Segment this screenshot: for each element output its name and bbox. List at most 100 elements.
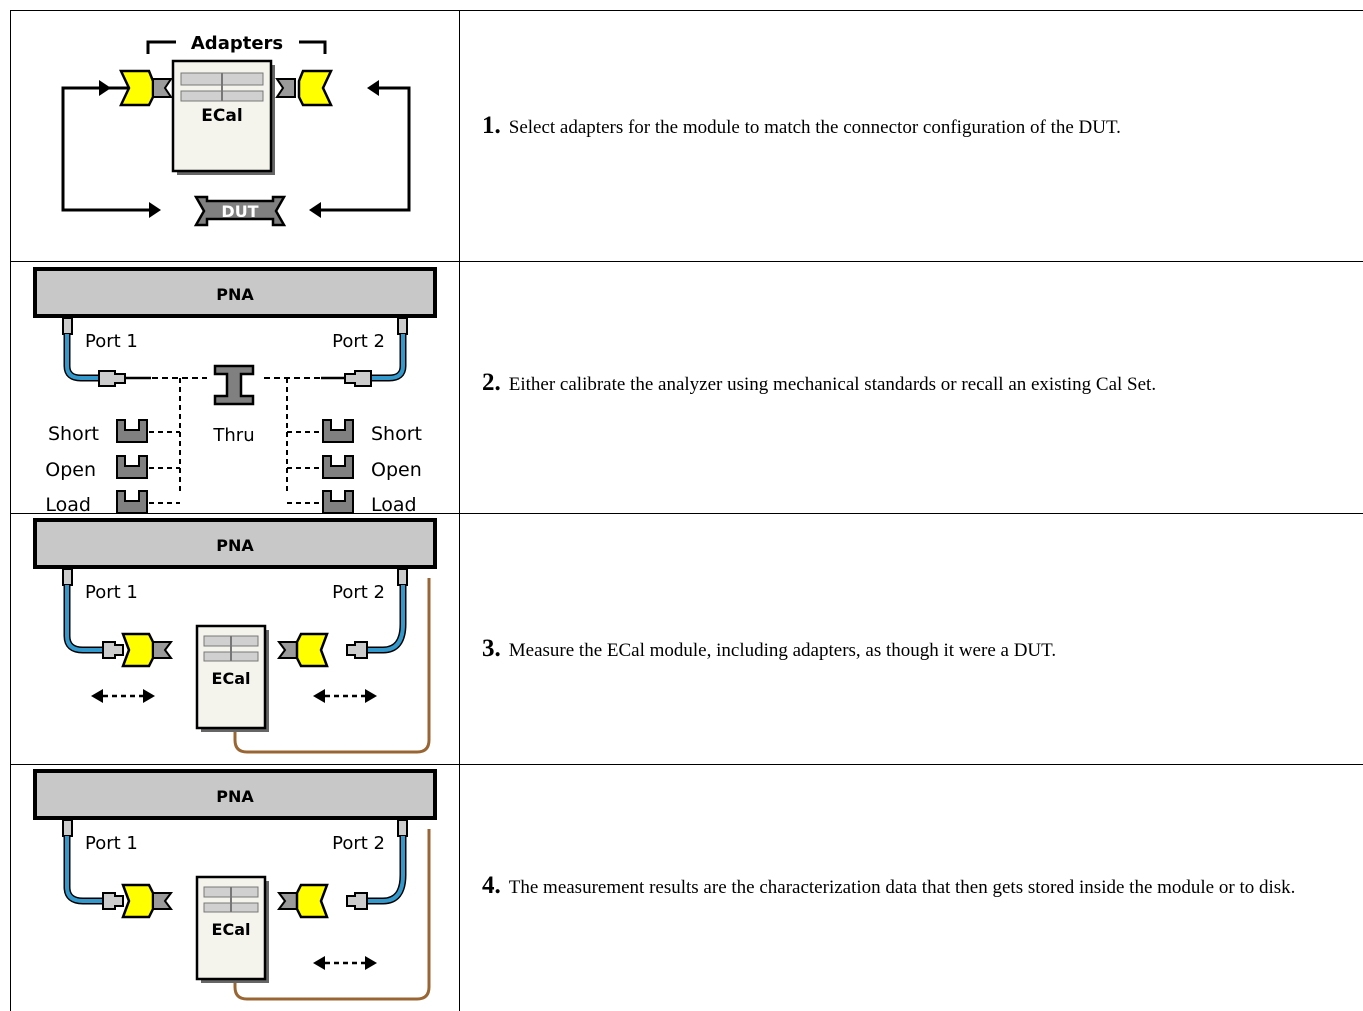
ecal-label: ECal — [201, 106, 242, 126]
port-1-cable-connector-icon — [102, 641, 124, 659]
step-2-text: Either calibrate the analyzer using mech… — [508, 374, 1157, 395]
step-1-number: 1. — [482, 112, 501, 139]
load-standard-icon-right — [322, 490, 354, 513]
right-adapter-icon — [275, 69, 333, 107]
adapters-label: Adapters — [191, 33, 283, 54]
step-1-text: Select adapters for the module to match … — [508, 117, 1121, 138]
table-row-step-4: PNA Port 1 Port 2 — [10, 765, 1363, 1011]
double-arrow-icon — [91, 689, 155, 703]
step-4-description: 4. The measurement results are the charac… — [482, 869, 1352, 905]
port-2-cable-connector-icon — [344, 370, 372, 387]
column-divider — [459, 10, 460, 1011]
step-3-number: 3. — [482, 635, 501, 662]
adapter-selection-svg: Adapters — [61, 33, 411, 227]
step-2-number: 2. — [482, 369, 501, 396]
port-1-cable-connector-icon — [98, 370, 126, 387]
step-4-number: 4. — [482, 872, 501, 899]
short-standard-icon-right — [322, 419, 354, 443]
port-1-connector-icon — [62, 819, 73, 837]
short-label-left: Short — [48, 423, 99, 445]
left-adapter-icon — [119, 69, 173, 107]
port-1-connector-icon — [62, 317, 73, 335]
pna-analyzer-bar — [33, 267, 437, 318]
pna-analyzer-bar — [33, 769, 437, 820]
arrow-right-icon — [99, 80, 111, 96]
ecal-port-b-icon — [277, 641, 298, 659]
table-row-step-3: PNA Port 1 Port 2 — [10, 514, 1363, 764]
return-cable — [233, 578, 431, 754]
load-label-right: Load — [371, 494, 417, 513]
double-arrow-icon — [313, 689, 377, 703]
row-divider — [10, 764, 1363, 765]
port-1-standards-tree — [149, 378, 181, 504]
left-adapter-icon — [121, 883, 155, 919]
step-3-text: Measure the ECal module, including adapt… — [508, 640, 1057, 661]
ecal-port-a-icon — [152, 892, 173, 910]
port-1-connector-icon — [62, 568, 73, 586]
open-label-left: Open — [45, 459, 96, 481]
port-2-connector-icon — [397, 819, 408, 837]
step-4-text: The measurement results are the characte… — [508, 877, 1296, 898]
ecal-label: ECal — [212, 920, 251, 939]
pna-analyzer-bar — [33, 518, 437, 569]
port-2-cable-connector-icon — [346, 641, 368, 659]
pna-label: PNA — [216, 285, 254, 304]
ecal-label: ECal — [212, 669, 251, 688]
ecal-module-icon — [171, 59, 275, 175]
mechanical-cal-diagram: PNA Port 1 Port 2 — [11, 262, 459, 513]
mechanical-cal-svg: PNA Port 1 Port 2 — [33, 267, 437, 513]
port-2-connector-icon — [397, 568, 408, 586]
table-row-step-1: Adapters — [10, 11, 1363, 261]
open-standard-icon-left — [116, 455, 148, 479]
port-1-label: Port 1 — [85, 582, 138, 603]
store-data-svg: PNA Port 1 Port 2 — [33, 769, 437, 1001]
port-2-cable-connector-icon — [346, 892, 368, 910]
steps-table: Adapters — [10, 10, 1363, 1011]
port-2-label: Port 2 — [332, 331, 385, 352]
thru-label: Thru — [212, 425, 254, 446]
open-label-right: Open — [371, 459, 422, 481]
load-standard-icon-left — [116, 490, 148, 513]
pna-label: PNA — [216, 536, 254, 555]
arrow-right-icon — [149, 202, 161, 218]
right-adapter-icon — [295, 883, 329, 919]
arrow-left-icon — [367, 80, 379, 96]
left-loop-line — [61, 86, 151, 212]
dut-icon — [193, 195, 287, 227]
left-adapter-icon — [121, 632, 155, 668]
right-loop-line — [317, 86, 411, 212]
ecal-port-b-icon — [277, 892, 298, 910]
thru-standard-icon — [213, 364, 255, 406]
right-adapter-icon — [295, 632, 329, 668]
measure-ecal-diagram: PNA Port 1 Port 2 — [11, 514, 459, 764]
short-standard-icon-left — [116, 419, 148, 443]
return-cable — [233, 829, 431, 1001]
step-1-description: 1. Select adapters for the module to matc… — [482, 109, 1352, 145]
port-2-connector-icon — [397, 317, 408, 335]
ecal-port-a-icon — [152, 641, 173, 659]
table-border-left — [10, 10, 11, 1011]
table-row-step-2: PNA Port 1 Port 2 — [10, 262, 1363, 513]
short-label-right: Short — [371, 423, 422, 445]
adapter-selection-diagram: Adapters — [11, 11, 459, 261]
port-1-cable-connector-icon — [102, 892, 124, 910]
open-standard-icon-right — [322, 455, 354, 479]
port-1-label: Port 1 — [85, 331, 138, 352]
port-2-standards-tree — [286, 378, 319, 504]
step-3-description: 3. Measure the ECal module, including ada… — [482, 632, 1352, 668]
dut-label: DUT — [221, 202, 258, 221]
adapters-bracket — [146, 40, 327, 54]
load-label-left: Load — [45, 494, 91, 513]
arrow-left-icon — [309, 202, 321, 218]
store-data-diagram: PNA Port 1 Port 2 — [11, 765, 459, 1011]
port-1-label: Port 1 — [85, 833, 138, 854]
port-2-label: Port 2 — [332, 582, 385, 603]
table-border-top — [10, 10, 1363, 11]
measure-ecal-svg: PNA Port 1 Port 2 — [33, 518, 437, 754]
row-divider — [10, 513, 1363, 514]
step-2-description: 2. Either calibrate the analyzer using me… — [482, 366, 1352, 402]
double-arrow-icon — [313, 956, 377, 970]
port-2-label: Port 2 — [332, 833, 385, 854]
row-divider — [10, 261, 1363, 262]
pna-label: PNA — [216, 787, 254, 806]
